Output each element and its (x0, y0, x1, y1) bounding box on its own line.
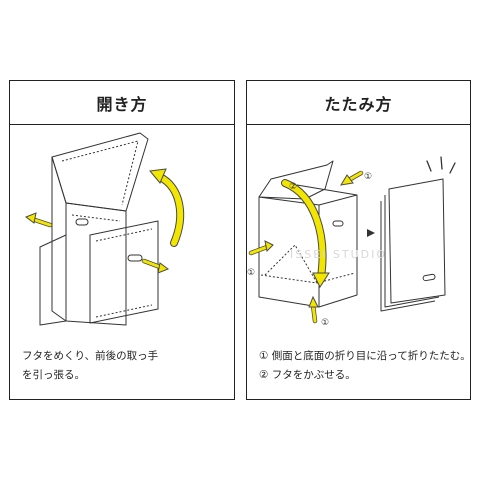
pull-right-arrow (141, 258, 170, 274)
marker-two: ② (289, 182, 297, 192)
lift-lid-arrow (149, 168, 185, 247)
sparkle-icon (426, 156, 456, 174)
open-box-illustration (24, 132, 185, 326)
open-box-outline (39, 132, 159, 326)
panel-title-open: 開き方 (10, 81, 234, 125)
caption-line: を引っ張る。 (22, 369, 85, 381)
caption-line: ② フタをかぶせる。 (259, 369, 356, 381)
lid-flap (51, 132, 149, 212)
fold-arrow-bottom (308, 295, 319, 324)
fold-lid-arrow (281, 179, 330, 289)
flat-handle-icon (422, 273, 436, 282)
caption-open: フタをめくり、前後の取っ手 を引っ張る。 (22, 347, 226, 385)
marker-one: ① (321, 318, 329, 328)
pull-left-arrow (24, 212, 53, 228)
box-side-panel (39, 234, 67, 326)
watermark: ISSEI STUDIO (290, 248, 388, 261)
box-back-face (65, 202, 127, 326)
panel-open: 開き方 (9, 80, 235, 400)
handle-front-icon (127, 254, 143, 262)
fold-handle-icon (332, 220, 344, 227)
flat-box (388, 178, 446, 304)
marker-one: ① (247, 268, 255, 278)
fold-arrow-top (340, 170, 364, 186)
box-side-left (51, 156, 67, 322)
next-arrow-icon (367, 229, 375, 237)
caption-fold: ① 側面と底面の折り目に沿って折りたたむ。 ② フタをかぶせる。 (259, 347, 471, 385)
panel-title-fold: たたみ方 (247, 81, 470, 125)
lid-crease (61, 140, 139, 206)
panel-fold: たたみ方 (246, 80, 471, 400)
caption-line: ① 側面と底面の折り目に沿って折りたたむ。 (259, 350, 471, 362)
marker-one: ① (364, 172, 372, 182)
handle-back-icon (75, 218, 89, 226)
fold-box-illustration: ① ① ① ② (247, 156, 456, 328)
box-front-panel (89, 220, 159, 324)
fold-arrow-left (248, 240, 274, 256)
caption-line: フタをめくり、前後の取っ手 (22, 350, 159, 362)
